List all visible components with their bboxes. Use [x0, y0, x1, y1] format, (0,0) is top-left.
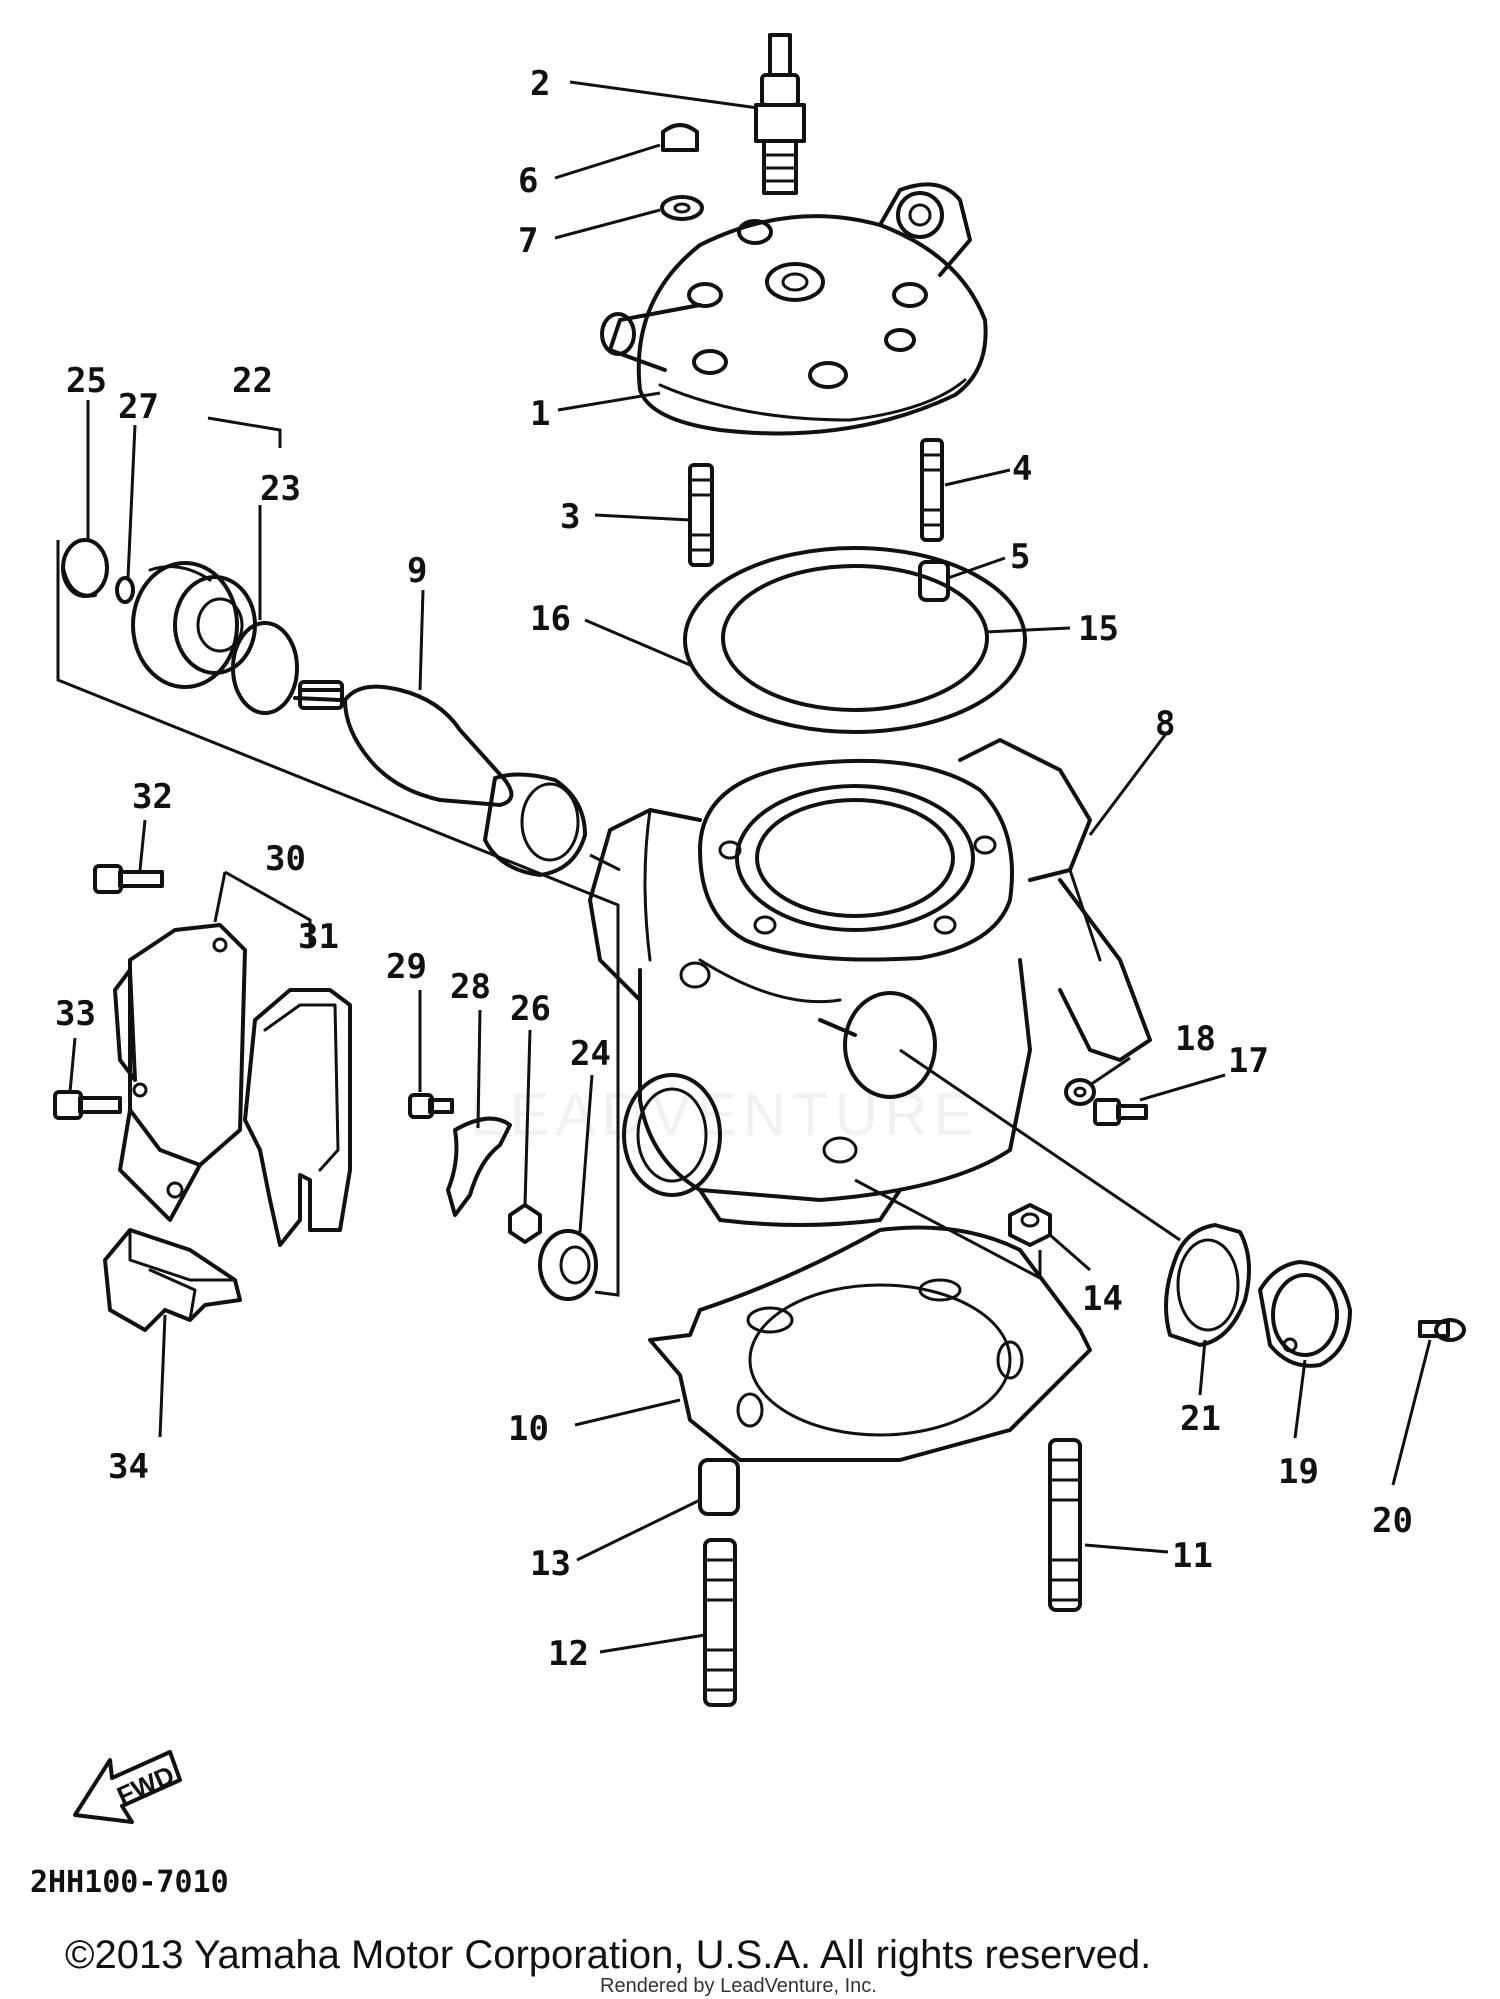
cylinder — [588, 738, 1152, 1227]
o-ring-head — [721, 564, 989, 712]
cap-nut — [661, 123, 699, 152]
callout-32: 32 — [132, 777, 173, 817]
callout-31: 31 — [298, 917, 339, 957]
stud-bolt-short — [688, 463, 714, 567]
gasket-21 — [1164, 1223, 1251, 1347]
callout-4: 4 — [1012, 449, 1032, 489]
callout-11: 11 — [1172, 1536, 1213, 1576]
leader-valve-shaft — [589, 853, 621, 872]
bracket-30 — [224, 870, 312, 945]
valve-housing — [131, 561, 257, 689]
bolt-17 — [1093, 1098, 1148, 1126]
callout-34: 34 — [108, 1447, 149, 1487]
nut-14 — [1008, 1203, 1052, 1247]
dowel-13 — [698, 1458, 740, 1516]
cylinder-head — [600, 182, 988, 436]
stud-bolt-11 — [1048, 1438, 1082, 1612]
callout-27: 27 — [118, 387, 159, 427]
bracket-valve-group — [56, 540, 620, 1297]
callout-33: 33 — [55, 994, 96, 1034]
part-code: 2HH100-7010 — [30, 1865, 229, 1900]
circlip-small — [115, 576, 135, 604]
bracket-22 — [207, 416, 282, 448]
callout-17: 17 — [1228, 1041, 1269, 1081]
callout-7: 7 — [518, 221, 538, 261]
callout-18: 18 — [1175, 1019, 1216, 1059]
screw-29 — [408, 1093, 454, 1119]
callout-25: 25 — [66, 361, 107, 401]
callout-10: 10 — [508, 1409, 549, 1449]
leader-lines — [68, 80, 1432, 1654]
callout-28: 28 — [450, 967, 491, 1007]
nut-26 — [508, 1203, 542, 1244]
holder-34 — [103, 1228, 242, 1332]
spark-plug — [754, 33, 806, 195]
cover-19 — [1258, 1260, 1352, 1368]
leader-30-cover — [213, 871, 227, 923]
render-note: Rendered by LeadVenture, Inc. — [600, 1975, 877, 1997]
callout-8: 8 — [1155, 704, 1175, 744]
stud-bolt-12 — [703, 1538, 737, 1707]
fwd-arrow-icon: FWD — [73, 1750, 182, 1824]
callout-24: 24 — [570, 1034, 611, 1074]
cylinder-head-gasket — [683, 546, 1027, 734]
cylinder-base-gasket — [648, 1225, 1092, 1462]
callout-29: 29 — [386, 947, 427, 987]
callout-1: 1 — [530, 394, 550, 434]
bolt-32 — [93, 864, 164, 894]
callout-13: 13 — [530, 1544, 571, 1584]
leader-power-valve-axis — [899, 1048, 1181, 1242]
callout-20: 20 — [1372, 1501, 1413, 1541]
callout-23: 23 — [260, 469, 301, 509]
callout-21: 21 — [1180, 1399, 1221, 1439]
callout-9: 9 — [407, 551, 427, 591]
fwd-label: FWD — [112, 1760, 178, 1811]
washer — [660, 195, 704, 221]
callout-12: 12 — [548, 1634, 589, 1674]
screw-20 — [1418, 1318, 1466, 1342]
lever-28 — [446, 1116, 512, 1217]
callout-19: 19 — [1278, 1452, 1319, 1492]
bolt-33 — [53, 1090, 122, 1120]
callout-22: 22 — [232, 361, 273, 401]
power-valve — [293, 680, 587, 877]
washer-18 — [1064, 1078, 1096, 1106]
valve-cover-gasket — [243, 988, 352, 1247]
leader-14-line — [854, 1178, 1042, 1281]
callout-15: 15 — [1078, 609, 1119, 649]
oil-seal — [538, 1229, 598, 1301]
callout-26: 26 — [510, 989, 551, 1029]
callout-16: 16 — [530, 599, 571, 639]
cap — [61, 538, 109, 598]
valve-cover — [113, 923, 247, 1222]
callout-6: 6 — [518, 161, 538, 201]
callout-3: 3 — [560, 497, 580, 537]
callout-5: 5 — [1010, 537, 1030, 577]
o-ring-valve — [231, 621, 299, 715]
callout-14: 14 — [1082, 1279, 1123, 1319]
dowel-pin — [918, 560, 950, 602]
callout-30: 30 — [265, 839, 306, 879]
copyright-text: ©2013 Yamaha Motor Corporation, U.S.A. A… — [65, 1933, 1151, 1977]
stud-bolt-long — [920, 438, 944, 542]
watermark-text: LEADVENTURE — [470, 1081, 979, 1148]
callout-2: 2 — [530, 64, 550, 104]
